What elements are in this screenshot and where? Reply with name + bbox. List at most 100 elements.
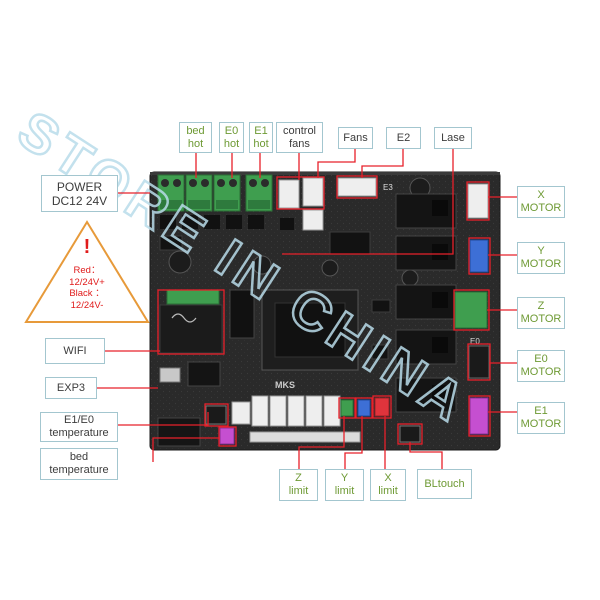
bed-temp-connector — [219, 427, 235, 445]
label-lase: Lase — [434, 127, 472, 149]
label-z-limit-line1: Z — [295, 472, 302, 484]
mosfet-row — [160, 215, 264, 229]
e1-motor-connector — [469, 397, 489, 435]
label-x-motor-line2: MOTOR — [520, 202, 562, 214]
label-power-line2: DC12 24V — [51, 193, 108, 208]
label-bed-hot-line1: bed — [186, 124, 205, 137]
label-e1-motor: E1 MOTOR — [517, 402, 565, 434]
label-y-limit-line2: limit — [334, 485, 355, 497]
driver-sockets — [395, 193, 457, 413]
label-y-limit: Y limit — [325, 469, 364, 501]
label-x-motor: X MOTOR — [517, 186, 565, 218]
label-lase-line1: Lase — [441, 131, 465, 144]
label-e1-motor-line2: MOTOR — [520, 418, 562, 430]
label-control-fans-line1: control — [282, 124, 317, 137]
label-fans-line1: Fans — [343, 131, 368, 144]
fpc-connector — [249, 431, 361, 443]
z-limit-connector — [340, 399, 354, 417]
label-x-limit-line2: limit — [378, 485, 398, 497]
label-power-line1: POWER — [56, 179, 103, 194]
label-exp3: EXP3 — [45, 377, 97, 399]
label-e0-motor-line1: E0 — [534, 353, 548, 365]
label-e1-e0-temperature-line1: E1/E0 — [64, 414, 94, 426]
label-control-fans: control fans — [276, 122, 323, 153]
label-control-fans-line2: fans — [289, 137, 310, 150]
label-e1-hot-line2: hot — [253, 137, 269, 150]
label-e2-line1: E2 — [396, 131, 411, 144]
label-wifi-line1: WIFI — [63, 344, 87, 357]
label-fans: Fans — [338, 127, 373, 149]
label-e1-e0-temperature-line2: temperature — [49, 427, 109, 439]
label-x-limit-line1: X — [384, 472, 392, 484]
silk-brand: MKS — [275, 380, 295, 390]
control-fan-connector-1 — [278, 179, 300, 209]
wifi-header-green — [166, 289, 220, 305]
label-z-motor-line2: MOTOR — [520, 313, 562, 325]
warning-text: Red： 12/24V+ Black ： 12/24V- — [62, 265, 112, 311]
label-wifi: WIFI — [45, 338, 105, 364]
label-bltouch: BLtouch — [417, 469, 472, 499]
label-e0-hot-line1: E0 — [224, 124, 239, 137]
control-board: E3 — [149, 171, 501, 451]
y-limit-connector — [357, 399, 371, 417]
warning-triangle — [24, 220, 150, 323]
label-y-limit-line1: Y — [340, 472, 349, 484]
label-bed-temperature-line2: temperature — [49, 464, 109, 476]
terminal-blocks — [157, 174, 273, 212]
label-y-motor-line1: Y — [537, 245, 545, 257]
e1e0-temp-connector — [205, 405, 227, 425]
label-z-motor-line1: Z — [537, 300, 545, 312]
label-e0-motor: E0 MOTOR — [517, 350, 565, 382]
warning-black-value: 12/24V- — [70, 299, 104, 311]
label-e1-hot-line1: E1 — [254, 124, 268, 137]
label-y-motor-line2: MOTOR — [520, 258, 562, 270]
pcb-edge-highlight — [150, 172, 500, 175]
usb-chip — [187, 361, 221, 387]
warning-red-value: 12/24V+ — [69, 276, 105, 288]
label-e1-e0-temperature: E1/E0 temperature — [40, 412, 118, 442]
warning-mark: ! — [83, 236, 91, 258]
label-bed-hot-line2: hot — [187, 137, 204, 150]
label-bed-temperature-line1: bed — [69, 451, 89, 463]
warning-red-label: Red： — [73, 265, 101, 276]
fan-connectors — [278, 177, 377, 231]
y-motor-connector — [469, 239, 489, 273]
bltouch-connector — [399, 425, 421, 443]
label-e0-motor-line2: MOTOR — [520, 366, 562, 378]
misc-chips — [159, 231, 391, 360]
label-bed-temperature: bed temperature — [40, 448, 118, 480]
motor-connectors — [454, 183, 490, 435]
e0-motor-connector — [468, 345, 490, 379]
exp3-header — [229, 289, 255, 339]
label-e1-hot: E1 hot — [249, 122, 273, 153]
label-e1-motor-line1: E1 — [534, 405, 548, 417]
wifi-module — [159, 304, 223, 354]
silk-e3: E3 — [383, 183, 393, 192]
label-z-motor: Z MOTOR — [517, 297, 565, 329]
label-e2: E2 — [386, 127, 421, 149]
label-exp3-line1: EXP3 — [56, 381, 86, 394]
label-power: POWER DC12 24V — [41, 175, 118, 212]
warning-black-label: Black ： — [69, 288, 105, 299]
usb-port — [159, 367, 181, 383]
fans-connector — [302, 209, 324, 231]
silk-e0: E0 — [470, 337, 480, 346]
label-y-motor: Y MOTOR — [517, 242, 565, 274]
label-x-limit: X limit — [370, 469, 406, 501]
label-z-limit: Z limit — [279, 469, 318, 501]
capacitors — [168, 177, 431, 287]
label-bed-hot: bed hot — [179, 122, 212, 153]
label-bltouch-line1: BLtouch — [424, 477, 465, 490]
label-x-motor-line1: X — [537, 189, 545, 201]
label-z-limit-line2: limit — [288, 485, 309, 497]
x-limit-connector — [374, 397, 390, 417]
label-e0-hot: E0 hot — [219, 122, 244, 153]
bottom-connectors — [157, 395, 421, 447]
z-motor-connector — [454, 291, 488, 329]
label-e0-hot-line2: hot — [223, 137, 240, 150]
callout-lines — [97, 148, 518, 470]
x-motor-connector — [467, 183, 489, 219]
mcu — [261, 289, 359, 371]
control-fan-connector-2 — [302, 177, 324, 207]
